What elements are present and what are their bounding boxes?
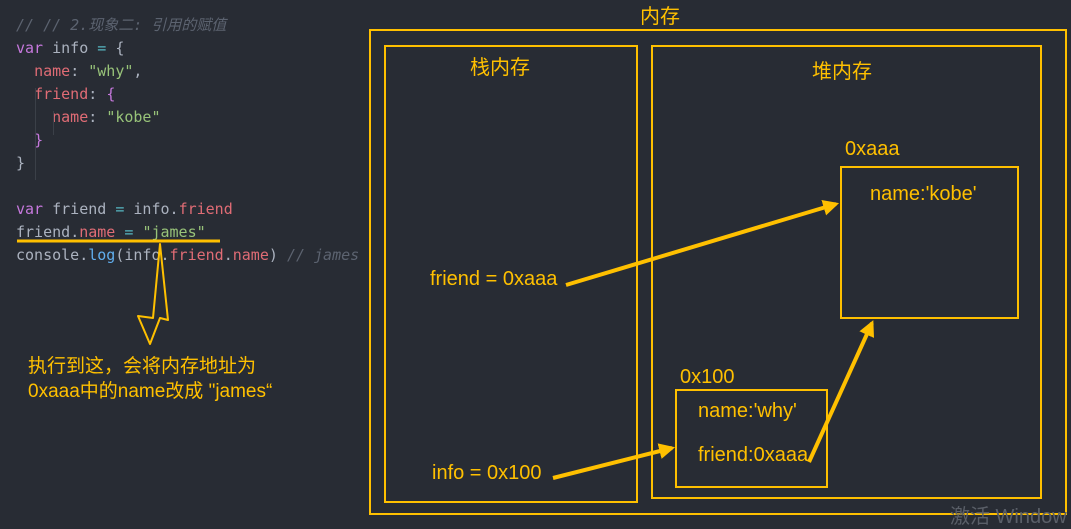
code-line-var-info: var info = {: [16, 39, 125, 57]
windows-activation-watermark: 激活 Window: [950, 506, 1067, 528]
indent-guide: [53, 111, 54, 135]
arrow-0x100-friend-to-0xaaa: [807, 320, 875, 463]
stack-friend-entry: friend = 0xaaa: [430, 268, 558, 290]
annotation-line-1: 执行到这，会将内存地址为: [28, 356, 257, 377]
code-line-console-log: console.log(info.friend.name) // james: [16, 246, 360, 264]
arrow-friend-to-0xaaa: [565, 200, 840, 287]
object-0x100-friend: friend:0xaaa: [698, 444, 809, 466]
arrow-info-to-0x100: [552, 443, 676, 480]
object-0xaaa-name: name:'kobe': [870, 183, 977, 205]
hollow-down-arrow-icon: [137, 243, 169, 345]
object-0xaaa-box: [840, 166, 1019, 319]
object-0x100-box: [675, 389, 828, 488]
heap-memory-box: [651, 45, 1042, 499]
code-editor: // // 2.现象二: 引用的赋值 var info = { name: "w…: [16, 14, 359, 267]
code-line-info-close: }: [16, 154, 26, 172]
code-line-name-kobe: name: "kobe": [52, 108, 161, 126]
indent-guide: [35, 88, 36, 180]
heap-memory-title: 堆内存: [812, 61, 872, 83]
annotation-line-2: 0xaaa中的name改成 "james“: [28, 381, 273, 402]
code-line-var-friend: var friend = info.friend: [16, 200, 233, 218]
code-line-friend-close: }: [34, 131, 44, 149]
code-line-comment: // // 2.现象二: 引用的赋值: [16, 16, 227, 34]
code-line-assign-james: friend.name = "james": [16, 223, 206, 241]
stack-memory-title: 栈内存: [470, 57, 530, 79]
address-0xaaa: 0xaaa: [845, 138, 900, 160]
address-0x100: 0x100: [680, 366, 735, 388]
annotation-text: 执行到这，会将内存地址为 0xaaa中的name改成 "james“: [28, 354, 272, 404]
stack-info-entry: info = 0x100: [432, 462, 542, 484]
memory-title: 内存: [640, 6, 680, 28]
stack-memory-box: [384, 45, 638, 503]
code-line-friend-open: friend: {: [34, 85, 116, 103]
memory-box: [369, 29, 1067, 515]
object-0x100-name: name:'why': [698, 400, 797, 422]
code-line-name-why: name: "why",: [34, 62, 143, 80]
